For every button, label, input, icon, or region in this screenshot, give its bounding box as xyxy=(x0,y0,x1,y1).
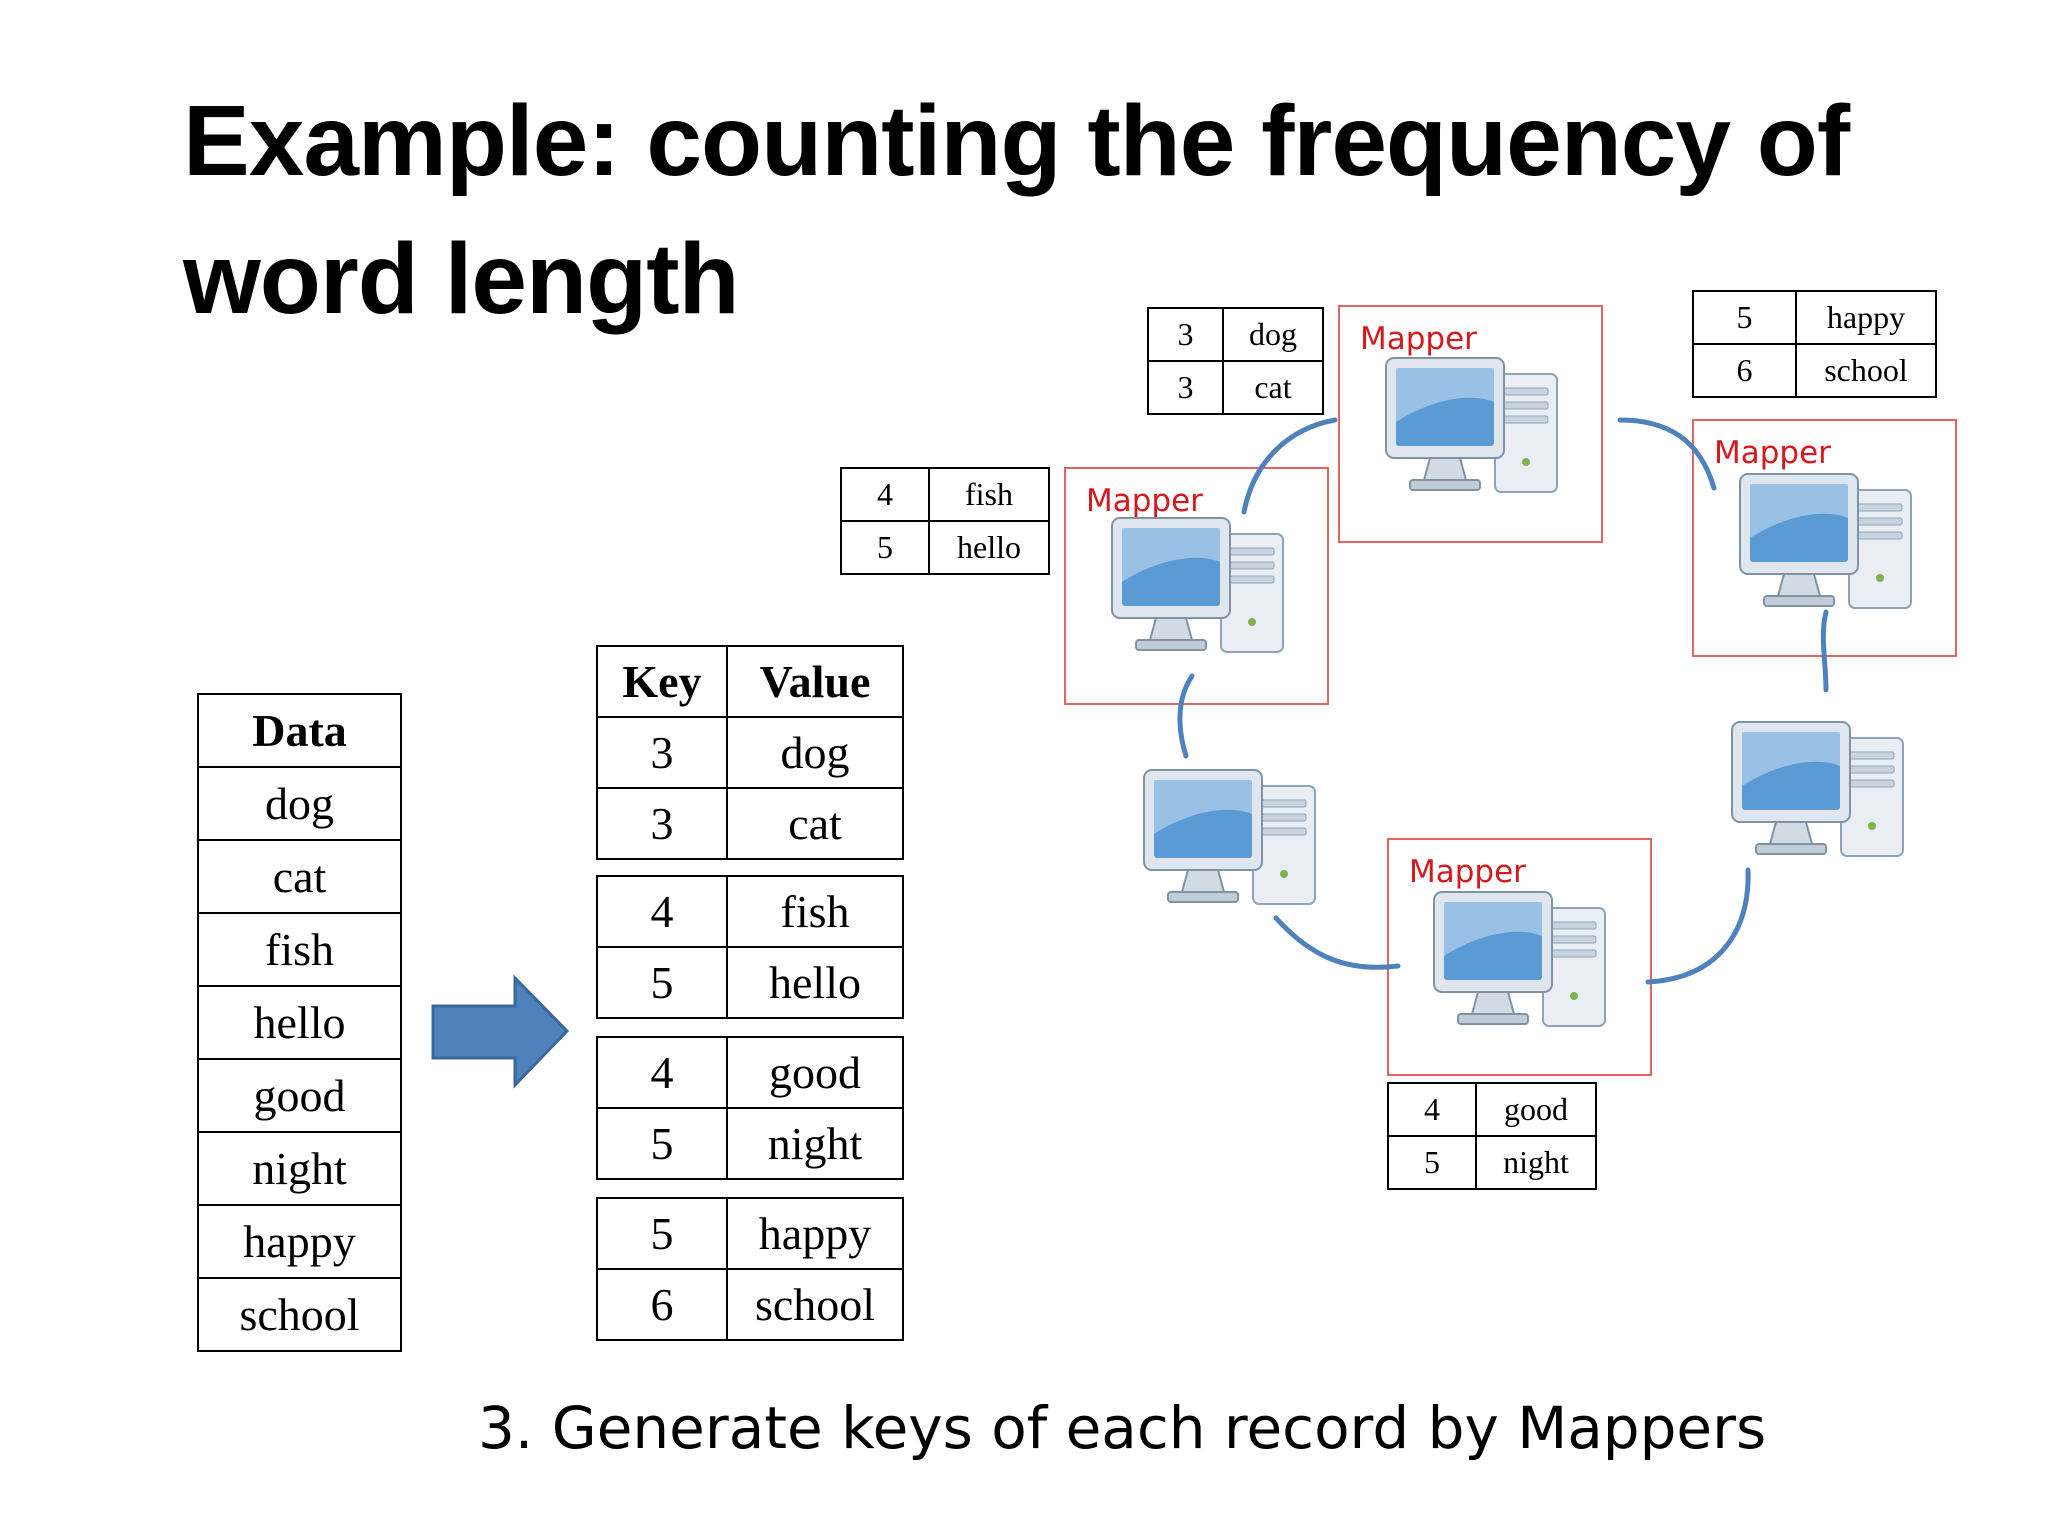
value-cell: hello xyxy=(726,946,904,1019)
key-cell: 6 xyxy=(1692,343,1797,398)
data-cell: good xyxy=(197,1058,402,1133)
value-cell: dog xyxy=(1222,307,1324,362)
value-header: Value xyxy=(726,645,904,718)
slide-title: Example: counting the frequency of word … xyxy=(183,85,1850,335)
value-cell: fish xyxy=(726,875,904,948)
value-cell: good xyxy=(726,1036,904,1109)
data-table: Data dog cat fish hello good night happy… xyxy=(197,693,402,1352)
value-cell: night xyxy=(1475,1135,1597,1190)
value-cell: good xyxy=(1475,1082,1597,1137)
key-cell: 4 xyxy=(840,467,930,522)
key-cell: 3 xyxy=(596,716,728,789)
key-cell: 5 xyxy=(1692,290,1797,345)
mapper-label: Mapper xyxy=(1409,854,1526,890)
mapper-output-left: 4 fish 5 hello xyxy=(840,467,1050,575)
right-arrow-icon xyxy=(431,974,570,1089)
key-header: Key xyxy=(596,645,728,718)
data-cell: cat xyxy=(197,839,402,914)
mapper-node-right: Mapper xyxy=(1692,419,1957,657)
data-table-header: Data xyxy=(197,693,402,768)
value-cell: fish xyxy=(928,467,1050,522)
key-cell: 3 xyxy=(1147,307,1224,362)
key-cell: 5 xyxy=(596,1197,728,1270)
key-cell: 3 xyxy=(596,787,728,860)
data-cell: dog xyxy=(197,766,402,841)
slide-caption: 3. Generate keys of each record by Mappe… xyxy=(478,1394,1767,1462)
key-cell: 4 xyxy=(596,875,728,948)
value-cell: cat xyxy=(1222,360,1324,415)
data-cell: fish xyxy=(197,912,402,987)
mapper-output-right: 5 happy 6 school xyxy=(1692,290,1937,398)
data-cell: hello xyxy=(197,985,402,1060)
kv-table-group-2: 4 fish 5 hello xyxy=(596,875,904,1019)
value-cell: school xyxy=(1795,343,1937,398)
mapper-label: Mapper xyxy=(1360,321,1477,357)
data-cell: night xyxy=(197,1131,402,1206)
mapper-output-top: 3 dog 3 cat xyxy=(1147,307,1324,415)
desktop-computer-icon xyxy=(1111,517,1284,653)
value-cell: hello xyxy=(928,520,1050,575)
connector-line xyxy=(1645,867,1751,985)
key-cell: 6 xyxy=(596,1268,728,1341)
data-cell: happy xyxy=(197,1204,402,1279)
mapper-node-top: Mapper xyxy=(1338,305,1603,543)
mapper-label: Mapper xyxy=(1714,435,1831,471)
connector-line xyxy=(1273,915,1401,970)
key-cell: 5 xyxy=(596,946,728,1019)
value-cell: happy xyxy=(1795,290,1937,345)
value-cell: dog xyxy=(726,716,904,789)
desktop-computer-icon xyxy=(1739,473,1912,609)
value-cell: night xyxy=(726,1107,904,1180)
kv-table-group-3: 4 good 5 night xyxy=(596,1036,904,1180)
value-cell: cat xyxy=(726,787,904,860)
data-cell: school xyxy=(197,1277,402,1352)
key-cell: 5 xyxy=(596,1107,728,1180)
key-cell: 4 xyxy=(1387,1082,1477,1137)
key-cell: 5 xyxy=(1387,1135,1477,1190)
value-cell: happy xyxy=(726,1197,904,1270)
kv-table-group-1: Key Value 3 dog 3 cat xyxy=(596,645,904,860)
key-cell: 3 xyxy=(1147,360,1224,415)
desktop-computer-icon xyxy=(1385,357,1558,493)
mapper-label: Mapper xyxy=(1086,483,1203,519)
key-cell: 5 xyxy=(840,520,930,575)
kv-table-group-4: 5 happy 6 school xyxy=(596,1197,904,1341)
desktop-computer-icon xyxy=(1433,891,1606,1027)
mapper-output-bottom: 4 good 5 night xyxy=(1387,1082,1597,1190)
mapper-node-left: Mapper xyxy=(1064,467,1329,705)
key-cell: 4 xyxy=(596,1036,728,1109)
value-cell: school xyxy=(726,1268,904,1341)
desktop-computer-icon xyxy=(1143,769,1316,905)
desktop-computer-icon xyxy=(1731,721,1904,857)
